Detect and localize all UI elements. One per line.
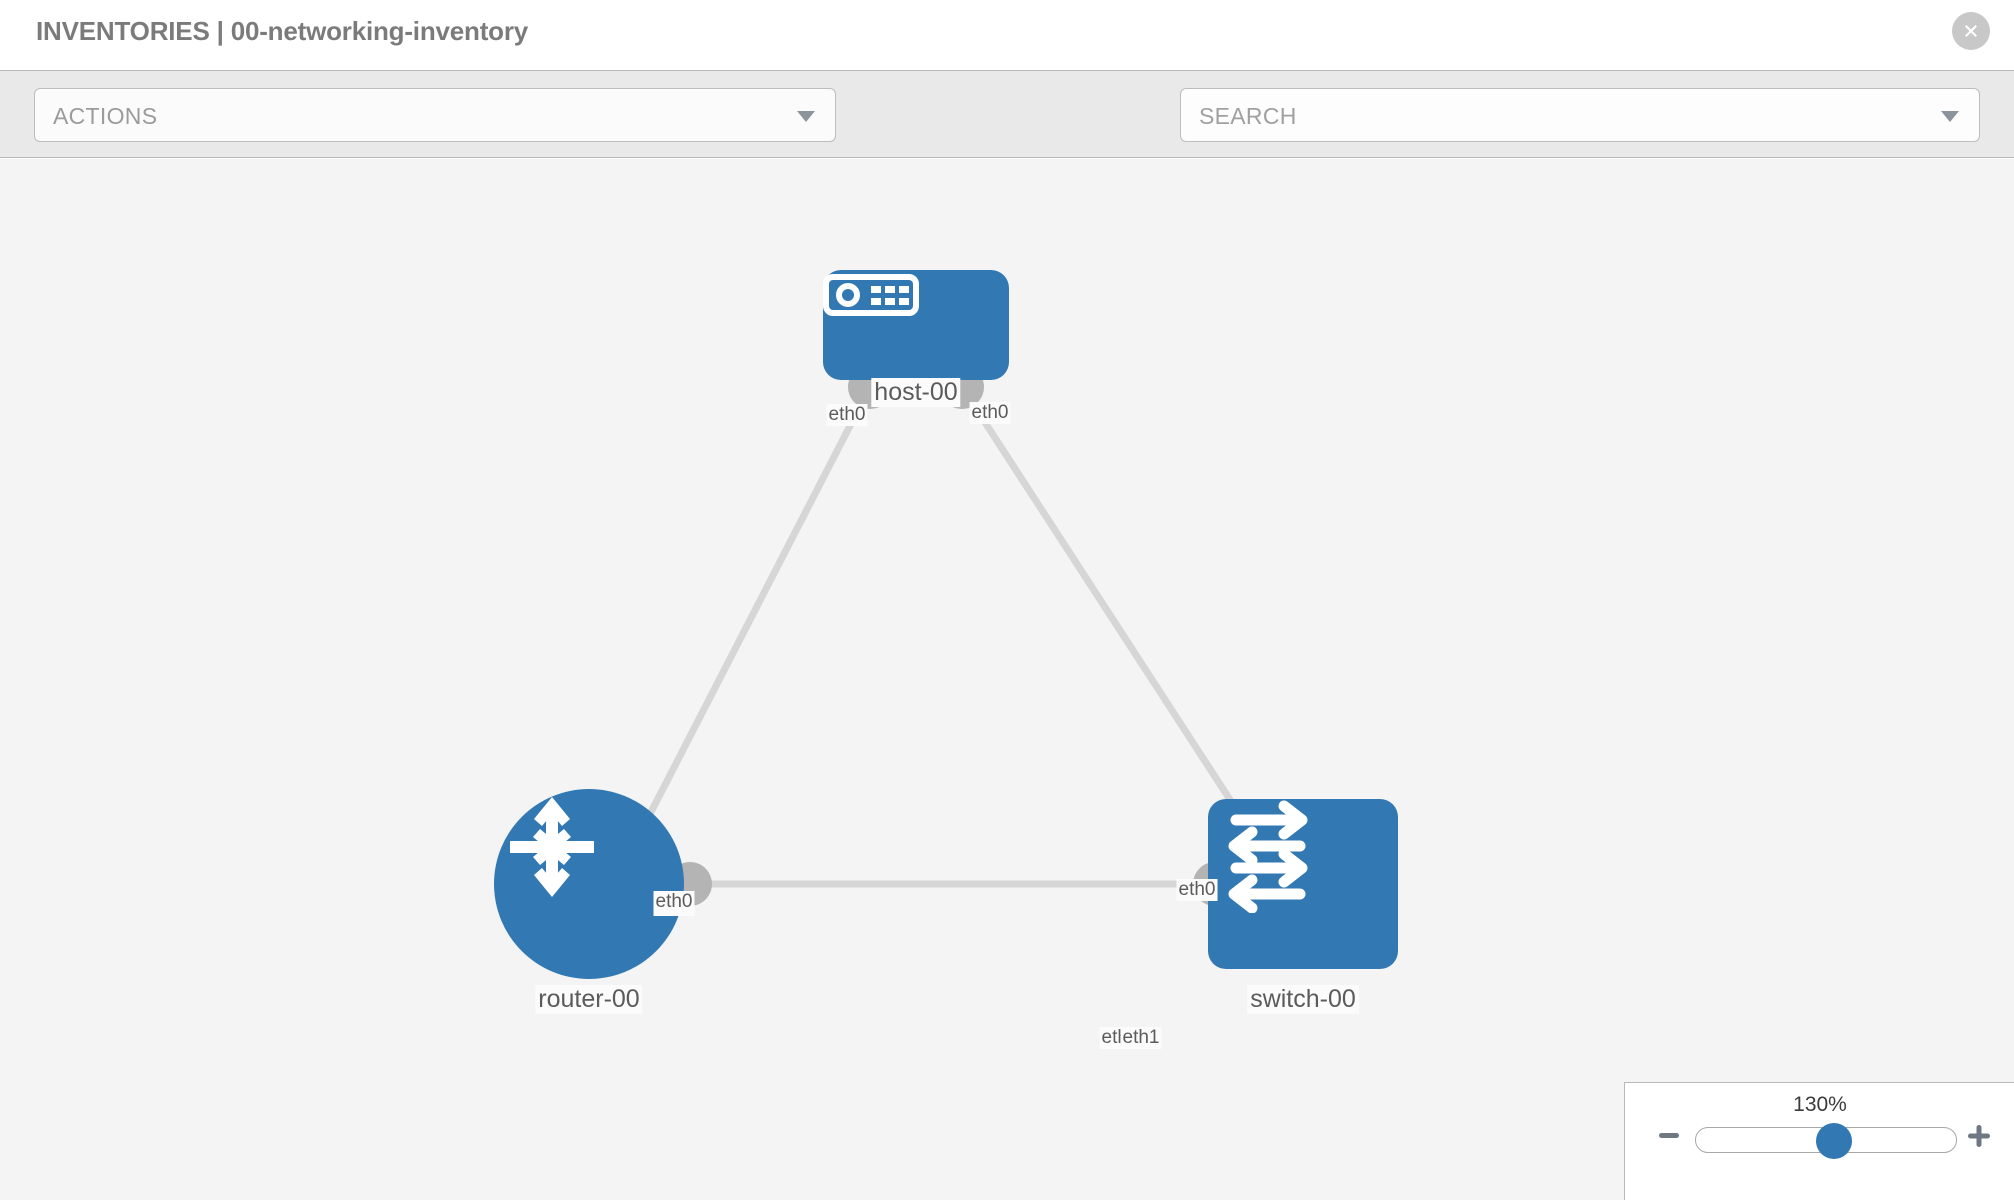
edge-host00-switch00[interactable] <box>959 385 1265 851</box>
close-icon <box>1961 21 1981 41</box>
edge-label-eth0: eth0 <box>969 402 1011 424</box>
zoom-slider-handle[interactable] <box>1815 1123 1852 1159</box>
zoom-control-panel: 130% <box>1624 1082 2014 1200</box>
edge-label-eth0: eth0 <box>826 404 868 426</box>
topology-graph: host-00 router-00 switch-00 eth0 eth0 et… <box>0 159 2014 1200</box>
zoom-in-button[interactable] <box>1966 1123 1992 1149</box>
topology-canvas[interactable]: host-00 router-00 switch-00 eth0 eth0 et… <box>0 159 2014 1200</box>
toolbar: ACTIONS SEARCH <box>0 70 2014 199</box>
edge-label-eth0-switch-diag: eth0 <box>1176 879 1218 901</box>
page-title: INVENTORIES | 00-networking-inventory <box>36 16 529 46</box>
node-label-switch-00: switch-00 <box>1247 985 1359 1014</box>
close-button[interactable] <box>1952 12 1990 50</box>
topology-edges <box>628 385 1265 888</box>
zoom-slider[interactable] <box>1695 1123 1957 1159</box>
node-router-00[interactable] <box>494 789 684 979</box>
zoom-level-label: 130% <box>1793 1093 1847 1116</box>
edge-label-eth1: eth1 <box>1120 1027 1162 1049</box>
search-input[interactable]: SEARCH <box>1180 88 1980 142</box>
node-host-00[interactable] <box>823 270 1009 380</box>
node-label-host-00: host-00 <box>871 378 961 407</box>
search-placeholder: SEARCH <box>1199 103 1297 129</box>
node-switch-00[interactable] <box>1208 799 1398 969</box>
edge-host00-router00[interactable] <box>628 385 874 851</box>
node-label-router-00: router-00 <box>535 985 643 1014</box>
edge-label-eth0-router-diag: eth0 <box>653 891 695 913</box>
zoom-out-button[interactable] <box>1657 1123 1681 1147</box>
actions-dropdown-label: ACTIONS <box>53 103 158 129</box>
plus-icon <box>1966 1123 1992 1149</box>
actions-dropdown[interactable]: ACTIONS <box>34 88 836 142</box>
minus-icon <box>1657 1123 1681 1147</box>
page-header: INVENTORIES | 00-networking-inventory <box>0 0 2014 70</box>
chevron-down-icon <box>797 111 815 122</box>
chevron-down-icon[interactable] <box>1941 111 1959 122</box>
